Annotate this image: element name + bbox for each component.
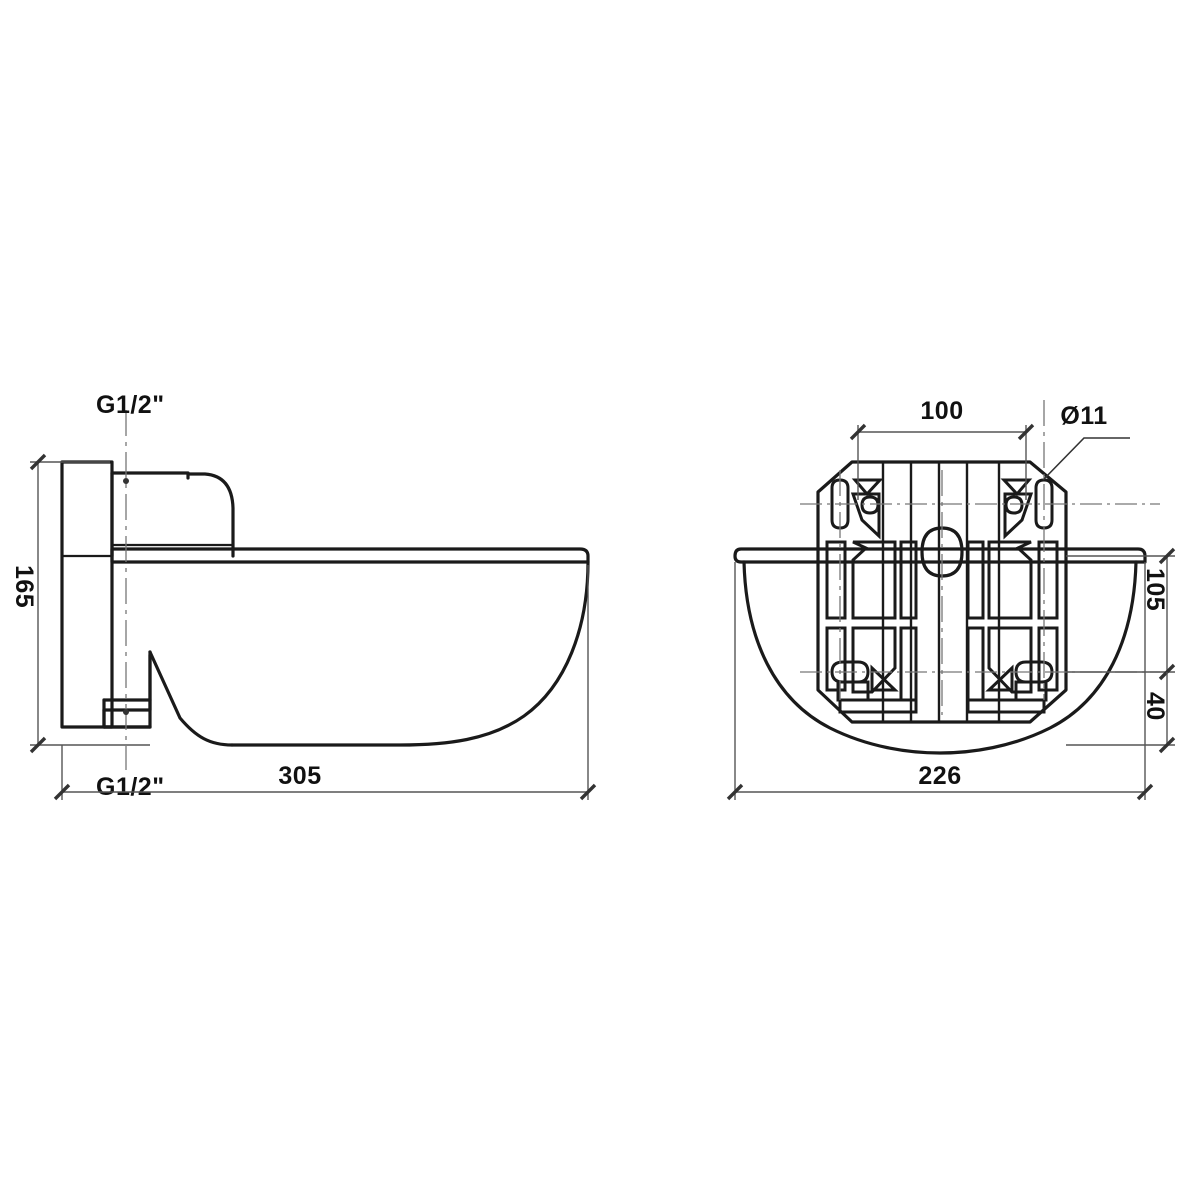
dim-label-100: 100 — [920, 397, 963, 425]
centerline-dot-top — [123, 478, 129, 484]
front-bowl-profile — [742, 560, 1138, 755]
centerline-dot-bottom — [123, 709, 129, 715]
dim-hole-spacing-100: 100 — [849, 397, 1035, 500]
dim-label-inlet-bottom: G1/2" — [96, 773, 165, 801]
inlet-spout-body — [110, 471, 235, 558]
dim-label-dia11: Ø11 — [1060, 402, 1107, 430]
dim-label-inlet-top: G1/2" — [96, 391, 165, 419]
front-bowl-rim — [733, 547, 1147, 564]
wall-bracket-plate — [60, 460, 114, 729]
bowl-rim — [110, 547, 590, 564]
dim-lower-height-40: 40 — [1066, 672, 1176, 754]
dim-plate-height-105: 105 — [1066, 547, 1176, 681]
dim-label-226: 226 — [918, 762, 961, 790]
dim-hole-diameter: Ø11 — [1042, 402, 1130, 481]
dim-inlet-top-g12: G1/2" — [96, 391, 165, 419]
dim-width-226: 226 — [726, 562, 1154, 801]
front-elevation-view: 100 Ø11 105 40 — [726, 397, 1176, 801]
bowl-outer-profile — [148, 560, 590, 747]
dim-inlet-bottom-g12: G1/2" — [96, 773, 165, 801]
dim-height-165: 165 — [10, 453, 150, 754]
dim-depth-305: 305 — [53, 565, 597, 801]
dim-label-165: 165 — [10, 565, 38, 608]
side-elevation-view: G1/2" G1/2" 165 305 — [10, 391, 597, 801]
lower-inlet-nipple — [102, 653, 152, 729]
dim-label-305: 305 — [278, 762, 321, 790]
rib-pattern-left — [825, 478, 918, 714]
